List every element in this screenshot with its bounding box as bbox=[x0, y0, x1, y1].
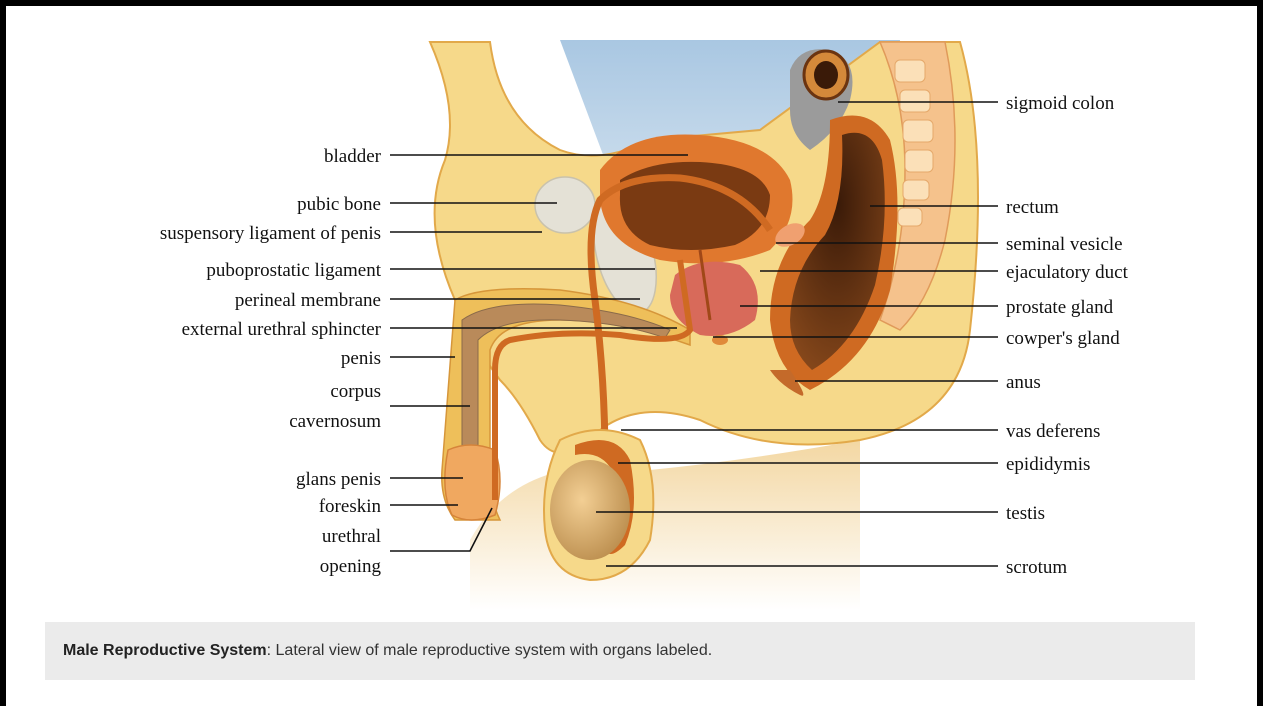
thigh-shape bbox=[470, 440, 860, 610]
label-cowpers-gland: cowper's gland bbox=[1006, 328, 1120, 349]
testis-shape bbox=[550, 460, 630, 560]
label-anus: anus bbox=[1006, 372, 1041, 393]
label-rectum: rectum bbox=[1006, 197, 1059, 218]
label-external-urethral-sphincter: external urethral sphincter bbox=[182, 319, 382, 340]
label-testis: testis bbox=[1006, 503, 1045, 524]
label-scrotum: scrotum bbox=[1006, 557, 1067, 578]
label-suspensory-ligament: suspensory ligament of penis bbox=[160, 223, 381, 244]
label-perineal-membrane: perineal membrane bbox=[235, 290, 381, 311]
caption-text: : Lateral view of male reproductive syst… bbox=[267, 642, 713, 659]
label-urethral-line2: opening bbox=[320, 556, 382, 577]
left-labels: bladder pubic bone suspensory ligament o… bbox=[160, 146, 382, 577]
label-foreskin: foreskin bbox=[319, 496, 382, 517]
label-vas-deferens: vas deferens bbox=[1006, 421, 1100, 442]
label-epididymis: epididymis bbox=[1006, 454, 1090, 475]
label-urethral-line1: urethral bbox=[322, 526, 381, 547]
label-sigmoid-colon: sigmoid colon bbox=[1006, 93, 1115, 114]
anatomy-illustration bbox=[430, 40, 978, 610]
pubic-bone-shape bbox=[535, 177, 595, 233]
caption-title: Male Reproductive System bbox=[63, 642, 267, 659]
label-corpus-line1: corpus bbox=[330, 381, 381, 402]
label-ejaculatory-duct: ejaculatory duct bbox=[1006, 262, 1129, 283]
label-glans-penis: glans penis bbox=[296, 469, 381, 490]
label-bladder: bladder bbox=[324, 146, 382, 167]
label-prostate-gland: prostate gland bbox=[1006, 297, 1114, 318]
figure-caption: Male Reproductive System: Lateral view o… bbox=[45, 622, 1195, 680]
right-labels: sigmoid colon rectum seminal vesicle eja… bbox=[1006, 93, 1129, 578]
label-penis: penis bbox=[341, 348, 381, 369]
label-corpus-line2: cavernosum bbox=[289, 411, 381, 432]
label-pubic-bone: pubic bone bbox=[297, 194, 381, 215]
label-seminal-vesicle: seminal vesicle bbox=[1006, 234, 1123, 255]
label-puboprostatic-ligament: puboprostatic ligament bbox=[206, 260, 381, 281]
